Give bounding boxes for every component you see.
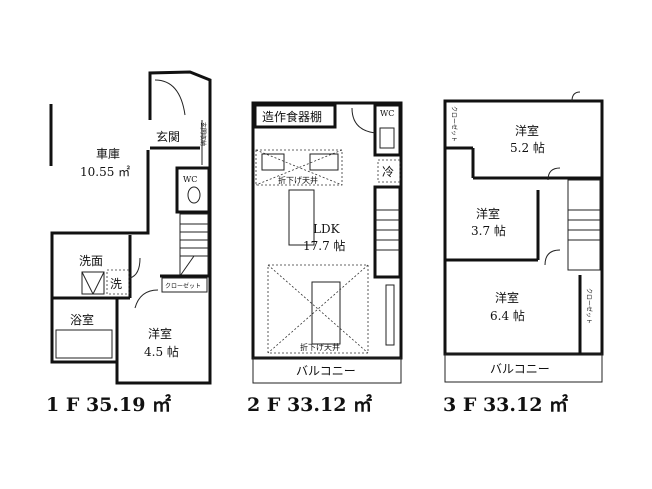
room-1-label: 洋室 xyxy=(515,123,539,138)
closet-label: クローゼット xyxy=(165,282,201,290)
bedroom-size: 4.5 帖 xyxy=(144,344,179,359)
floor-1-caption: 1 F 35.19 ㎡ xyxy=(46,393,171,416)
wc-label-2f: WC xyxy=(380,109,394,118)
closet-label-3f-2: クローゼット xyxy=(585,288,593,324)
floor-3-plan xyxy=(443,91,604,383)
closet-label-3f-1: クローゼット xyxy=(450,106,458,142)
ldk-size: 17.7 帖 xyxy=(303,238,346,253)
entrance-storage-label: 玄関収納 xyxy=(199,122,207,146)
floor-1-plan xyxy=(49,70,212,385)
dropped-ceiling-label-1: 折下げ天井 xyxy=(278,175,318,185)
floor-2-plan xyxy=(251,101,403,384)
wc-label: WC xyxy=(183,175,197,184)
room-2-label: 洋室 xyxy=(476,206,500,221)
washer-label: 洗 xyxy=(110,277,122,291)
balcony-label-3f: バルコニー xyxy=(490,362,550,376)
bathroom-label: 浴室 xyxy=(70,312,94,327)
room-1-size: 5.2 帖 xyxy=(510,140,545,155)
room-3-size: 6.4 帖 xyxy=(490,308,525,323)
entrance-label: 玄関 xyxy=(156,129,180,144)
room-2-size: 3.7 帖 xyxy=(471,223,506,238)
dropped-ceiling-label-2: 折下げ天井 xyxy=(300,342,340,352)
bedroom-label: 洋室 xyxy=(148,326,172,341)
garage-label: 車庫 xyxy=(96,147,120,161)
fridge-label: 冷 xyxy=(382,165,394,179)
floor-2-caption: 2 F 33.12 ㎡ xyxy=(247,393,372,416)
cupboard-label: 造作食器棚 xyxy=(262,109,322,124)
balcony-label-2f: バルコニー xyxy=(296,364,356,378)
floor-3-caption: 3 F 33.12 ㎡ xyxy=(443,393,568,416)
washroom-label: 洗面 xyxy=(79,254,103,268)
room-3-label: 洋室 xyxy=(495,290,519,305)
ldk-label: LDK xyxy=(313,222,341,236)
garage-area: 10.55 ㎡ xyxy=(80,165,130,179)
